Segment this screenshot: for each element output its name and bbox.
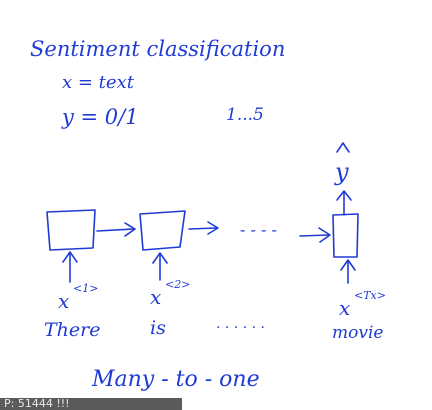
arrow-into-cellT <box>299 234 329 237</box>
input-x1-superscript: <1> <box>73 282 98 295</box>
y-range: 1...5 <box>226 105 264 125</box>
input-arrow-2-head <box>152 252 168 264</box>
input-xT: x <box>339 296 350 320</box>
rnn-cell-T <box>332 213 359 258</box>
input-xT-superscript: <Tx> <box>354 289 386 302</box>
arrow-cell2-out <box>188 227 217 230</box>
input-x1: x <box>58 289 69 313</box>
word-ellipsis: . . . . . . <box>216 316 265 332</box>
output-arrow-head <box>336 190 352 201</box>
input-arrow-1-head <box>62 251 78 263</box>
many-to-one-label: Many - to - one <box>91 367 260 392</box>
word-movie: movie <box>332 323 383 343</box>
word-there: There <box>44 319 100 341</box>
chain-ellipsis: - - - - <box>240 220 277 239</box>
rnn-cell-2 <box>139 210 186 251</box>
arrow-cell2-out-head <box>207 221 219 235</box>
output-y: y <box>334 158 349 186</box>
x-definition: x = text <box>62 72 135 93</box>
word-is: is <box>150 317 166 339</box>
caption-bar: P: 51444 !!! <box>0 398 182 410</box>
rnn-cell-1 <box>46 209 96 251</box>
input-arrow-T-head <box>340 259 356 271</box>
arrow-into-cellT-head <box>318 227 331 243</box>
input-x2-superscript: <2> <box>165 278 190 291</box>
y-definition: y = 0/1 <box>61 105 139 129</box>
output-hat-arrow <box>336 142 350 153</box>
input-x2: x <box>150 285 161 309</box>
arrow-cell1-cell2 <box>96 228 134 232</box>
arrow-cell1-cell2-head <box>124 222 136 237</box>
title: Sentiment classification <box>30 37 285 61</box>
